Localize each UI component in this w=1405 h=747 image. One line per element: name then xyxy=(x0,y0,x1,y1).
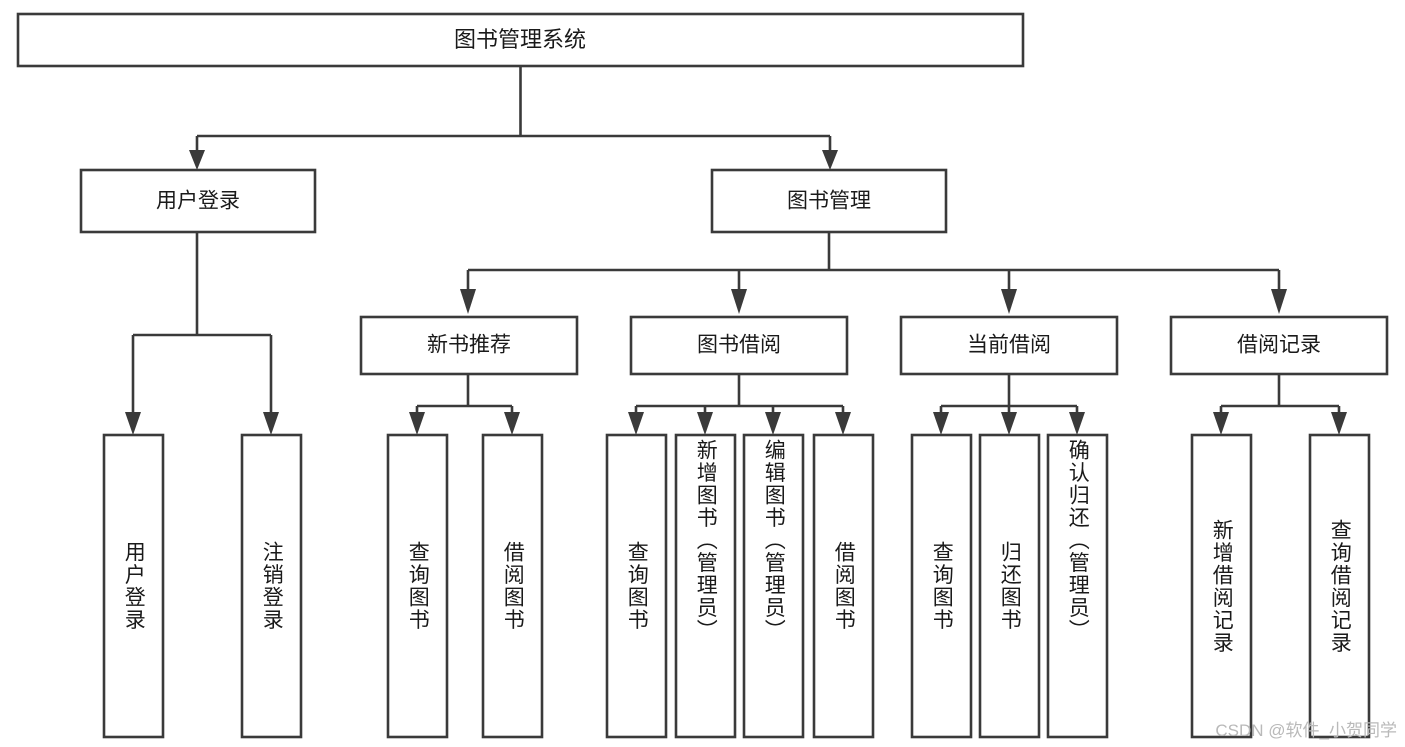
connector-newbook-to-leaves xyxy=(409,374,520,435)
leaf-box-edit-book-admin[interactable] xyxy=(742,433,805,739)
node-book-borrow[interactable]: 图书借阅 xyxy=(629,315,849,376)
node-borrow-record[interactable]: 借阅记录 xyxy=(1169,315,1389,376)
leaf-box-add-borrow-record[interactable] xyxy=(1190,433,1253,739)
leaf-box-query-borrow-record[interactable] xyxy=(1308,433,1371,739)
node-label-book-management-system: 图书管理系统 xyxy=(454,27,586,52)
node-label-new-book-recommend: 新书推荐 xyxy=(427,334,511,357)
node-current-borrow[interactable]: 当前借阅 xyxy=(899,315,1119,376)
node-user-login[interactable]: 用户登录 xyxy=(79,168,317,234)
leaf-box-borrow-book-1[interactable] xyxy=(481,433,544,739)
leaf-box-confirm-return-admin[interactable] xyxy=(1046,433,1109,739)
node-new-book-recommend[interactable]: 新书推荐 xyxy=(359,315,579,376)
connector-bookborrow-to-leaves xyxy=(628,374,851,435)
leaf-box-return-book[interactable] xyxy=(978,433,1041,739)
leaf-boxes xyxy=(102,433,1371,739)
leaf-box-query-book-1[interactable] xyxy=(386,433,449,739)
leaf-box-query-book-3[interactable] xyxy=(910,433,973,739)
node-label-borrow-record: 借阅记录 xyxy=(1237,334,1321,357)
leaf-box-borrow-book-2[interactable] xyxy=(812,433,875,739)
leaf-box-query-book-2[interactable] xyxy=(605,433,668,739)
node-book-management-system[interactable]: 图书管理系统 xyxy=(16,12,1025,68)
node-label-book-management: 图书管理 xyxy=(787,190,871,213)
connector-root-to-level2 xyxy=(189,66,838,170)
node-label-book-borrow: 图书借阅 xyxy=(697,334,781,357)
node-book-management[interactable]: 图书管理 xyxy=(710,168,948,234)
connector-currentborrow-to-leaves xyxy=(933,374,1085,435)
leaf-box-logout[interactable] xyxy=(240,433,303,739)
connector-userlogin-to-leaves xyxy=(125,232,279,435)
node-label-current-borrow: 当前借阅 xyxy=(967,334,1051,357)
leaf-box-add-book-admin[interactable] xyxy=(674,433,737,739)
connector-bookmgmt-to-level3 xyxy=(460,232,1287,314)
connector-borrowrecord-to-leaves xyxy=(1213,374,1347,435)
node-label-user-login: 用户登录 xyxy=(156,190,240,213)
leaf-box-user-login[interactable] xyxy=(102,433,165,739)
